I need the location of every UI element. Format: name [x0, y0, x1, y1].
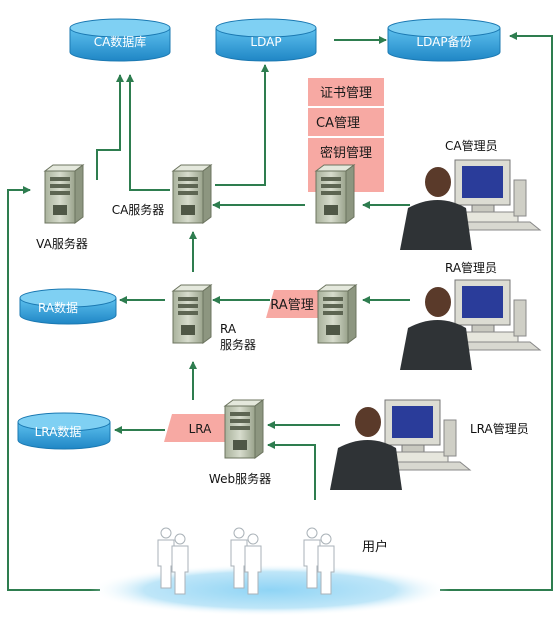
lra-admin-label: LRA管理员 — [470, 421, 529, 436]
ldap-backup-label: LDAP备份 — [416, 35, 471, 49]
ca-server-label: CA服务器 — [112, 202, 165, 217]
cert-mgmt-label: 证书管理 — [320, 86, 372, 101]
ra-admin-server-tower — [316, 284, 358, 344]
ra-server-label-line2: 服务器 — [220, 337, 256, 352]
lra-data-label: LRA数据 — [35, 424, 82, 439]
person-icon — [400, 167, 472, 250]
cert-mgmt-box — [308, 78, 384, 106]
connector-users-to-va — [7, 186, 100, 591]
ra-admin-label: RA管理员 — [445, 260, 497, 275]
ldap-backup-database: LDAP备份 — [387, 18, 501, 62]
ca-server-tower — [171, 164, 213, 224]
lra-tag: LRA — [164, 414, 226, 442]
ldap-database: LDAP — [215, 18, 317, 62]
ca-mgmt-box — [308, 108, 384, 136]
web-server-tower — [223, 399, 265, 459]
person-icon — [330, 407, 402, 490]
lra-data-database: LRA数据 — [17, 412, 111, 450]
connector-users-to-web — [267, 441, 316, 500]
va-server-label: VA服务器 — [36, 236, 88, 251]
ca-admin-workstation — [400, 159, 542, 250]
connector-va-to-cadb — [96, 74, 124, 180]
ra-server-tower — [171, 284, 213, 344]
key-mgmt-label: 密钥管理 — [320, 145, 372, 161]
ca-admin-server-tower — [314, 164, 356, 224]
ra-data-database: RA数据 — [19, 288, 117, 325]
servers — [43, 164, 358, 459]
lra-tag-label: LRA — [189, 422, 213, 436]
ra-admin-workstation — [400, 279, 542, 370]
user-pair-icon — [303, 527, 335, 595]
web-server-label: Web服务器 — [209, 471, 271, 486]
connections — [7, 32, 553, 591]
person-icon — [400, 287, 472, 370]
ca-admin-label: CA管理员 — [445, 138, 498, 153]
user-pair-icon — [157, 527, 189, 595]
connector-ca-to-cadb — [126, 74, 170, 191]
ldap-database-label: LDAP — [250, 35, 281, 49]
ra-data-label: RA数据 — [38, 300, 78, 315]
ca-database: CA数据库 — [69, 18, 171, 62]
ca-database-label: CA数据库 — [94, 34, 147, 49]
user-floor — [90, 564, 450, 616]
ra-mgmt-tag: RA管理 — [266, 290, 322, 318]
ca-mgmt-label: CA管理 — [316, 116, 360, 131]
lra-admin-workstation — [330, 399, 472, 490]
admin-workstations — [330, 159, 542, 490]
users-label: 用户 — [362, 539, 388, 555]
users-group — [157, 527, 335, 595]
va-server-tower — [43, 164, 85, 224]
connector-ca-to-ldap — [215, 64, 269, 186]
user-pair-icon — [230, 527, 262, 595]
ra-server-label-line1: RA — [220, 322, 237, 336]
connector-right-loop — [440, 32, 553, 591]
ra-mgmt-label: RA管理 — [270, 298, 313, 313]
